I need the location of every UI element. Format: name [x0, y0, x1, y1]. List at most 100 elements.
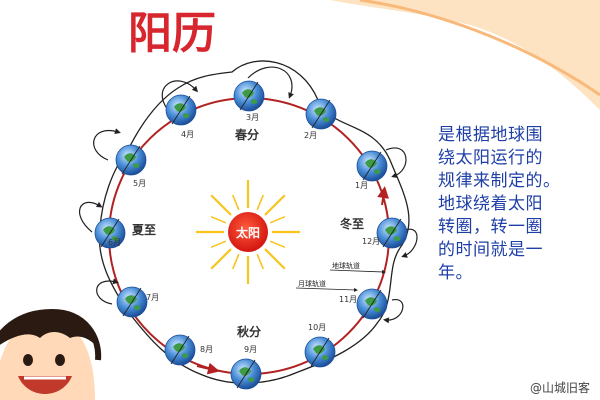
month-label-11: 11月	[339, 295, 357, 304]
earth-month-2	[305, 98, 337, 130]
earth-land	[314, 107, 330, 122]
month-label-4: 4月	[181, 130, 194, 139]
sun-ray	[256, 253, 265, 270]
month-label-9: 9月	[244, 345, 257, 354]
earth-axis	[362, 151, 382, 181]
sun-ray	[269, 240, 286, 249]
moon-orbit-loop	[93, 128, 121, 161]
month-label-12: 12月	[362, 237, 380, 246]
month-label-2: 2月	[304, 131, 317, 140]
earth-month-3	[233, 80, 265, 112]
earth-land	[365, 159, 381, 174]
season-label-autumn: 秋分	[237, 324, 261, 339]
month-label-5: 5月	[133, 179, 146, 188]
description-line: 的时间就是一	[438, 240, 543, 260]
moon-orbit-loop	[383, 299, 404, 324]
month-label-8: 8月	[200, 345, 213, 354]
earth-month-5	[115, 144, 147, 176]
moon-orbit-loop	[385, 147, 407, 178]
boy-hair	[0, 311, 100, 350]
earth-land	[239, 367, 255, 382]
season-label-summer: 夏至	[132, 223, 156, 237]
earth-land	[125, 295, 141, 310]
sun-label: 太阳	[236, 225, 260, 240]
description-line: 转圈，转一圈	[438, 217, 543, 237]
sun-ray	[269, 215, 286, 224]
moon-orbit-loop	[96, 278, 119, 305]
month-label-3: 3月	[246, 113, 259, 122]
earth-axis	[311, 99, 331, 129]
earth-axis	[310, 337, 330, 367]
earth-month-7	[116, 286, 148, 318]
sun-ray	[231, 253, 240, 270]
earth-orbit-pointer	[329, 269, 386, 274]
earth-axis	[239, 81, 259, 111]
description-line: 是根据地球围	[438, 125, 543, 145]
boy-mouth	[18, 376, 72, 394]
earth-axis	[171, 95, 191, 125]
description-text: 是根据地球围 绕太阳运行的 规律来制定的。 地球绕着太阳 转圈，转一圈 的时间就…	[438, 124, 588, 285]
boy-hair-outline	[0, 308, 102, 361]
earth-month-4	[165, 94, 197, 126]
sun-ray	[210, 215, 227, 224]
sun-ray	[256, 194, 265, 211]
watermark: @山城旧客	[529, 381, 590, 395]
earth-land	[124, 153, 140, 168]
earth-positions	[94, 80, 408, 390]
month-label-1: 1月	[355, 181, 368, 190]
earth-axis	[100, 218, 120, 248]
earth-month-1	[356, 150, 388, 182]
earth-land	[365, 297, 381, 312]
moon-orbit-loop	[79, 201, 103, 233]
month-label-7: 7月	[146, 293, 159, 302]
background-blob-edge	[359, 0, 600, 97]
description-line: 规律来制定的。	[438, 171, 561, 191]
month-label-6: 6月	[108, 238, 121, 247]
moon-orbit-loop	[161, 80, 199, 111]
orbit-arrow	[196, 362, 220, 375]
background-blob	[330, 0, 600, 110]
earth-land	[242, 89, 258, 104]
season-label-winter: 冬至	[340, 216, 364, 231]
earth-axis	[121, 145, 141, 175]
earth-axis	[236, 359, 256, 389]
earth-land	[174, 103, 190, 118]
earth-land	[173, 343, 189, 358]
earth-orbit-label: 地球轨道	[332, 261, 360, 270]
earth-month-10	[304, 336, 336, 368]
sun-disc	[228, 212, 268, 252]
boy-eye-left	[23, 354, 33, 366]
cartoon-boy	[0, 308, 102, 400]
earth-axis	[170, 335, 190, 365]
description-line: 地球绕着太阳	[438, 194, 543, 214]
moon-orbit-label: 月球轨道	[298, 279, 326, 288]
sun-ray	[210, 248, 232, 270]
description-line: 绕太阳运行的	[438, 148, 543, 168]
page-title: 阳历	[128, 8, 216, 59]
earth-axis	[122, 287, 142, 317]
earth-month-8	[164, 334, 196, 366]
sun-ray	[264, 248, 286, 270]
boy-eye-right	[55, 354, 65, 366]
sun-ray	[264, 194, 286, 216]
earth-land	[385, 226, 401, 241]
earth-month-12	[376, 217, 408, 249]
earth-land	[103, 226, 119, 241]
moon-orbit-pointer	[295, 287, 358, 292]
orbit-arrow	[377, 186, 390, 206]
earth-axis	[382, 218, 402, 248]
earth-axis	[362, 289, 382, 319]
sun: 太阳	[196, 180, 300, 284]
earth-month-11	[356, 288, 388, 320]
earth-land	[313, 345, 329, 360]
month-label-10: 10月	[308, 323, 326, 332]
sun-ray	[231, 194, 240, 211]
sun-rays	[196, 180, 300, 284]
description-line: 年。	[438, 263, 473, 283]
season-label-spring: 春分	[234, 127, 259, 142]
moon-orbit-loop	[247, 66, 294, 99]
sun-ray	[210, 194, 232, 216]
earth-month-9	[230, 358, 262, 390]
